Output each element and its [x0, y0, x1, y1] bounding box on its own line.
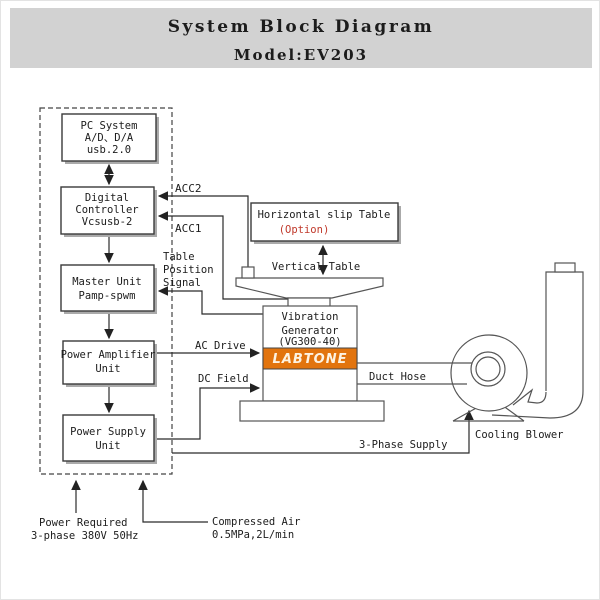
title-banner: System Block Diagram Model:EV203: [10, 8, 592, 68]
pc-system-line2: A/D、D/A: [85, 132, 134, 144]
connector-wires: [71, 163, 474, 523]
power-amplifier-line1: Power Amplifier: [61, 349, 156, 361]
box-outline: [61, 113, 157, 162]
master-unit-line2: Pamp-spwm: [79, 290, 136, 302]
digital-controller-line3: Vcsusb-2: [82, 216, 133, 228]
generator-line2: Generator: [282, 325, 339, 337]
model-subtitle: Model:EV203: [234, 46, 368, 64]
exhaust-cap: [554, 262, 576, 273]
pc-system-box: PC System A/D、D/A usb.2.0: [61, 113, 159, 164]
wire-three-phase: [172, 409, 474, 454]
brand-band: [262, 347, 358, 370]
power-supply-line2: Unit: [95, 440, 120, 452]
vibration-generator-assembly: Vibration Generator (VG300-40) LABTONE: [235, 266, 385, 422]
power-amplifier-box: Power Amplifier Unit: [61, 340, 157, 387]
ac-drive-label: AC Drive: [195, 340, 246, 352]
pc-system-line3: usb.2.0: [87, 144, 131, 156]
acc2-label: ACC2: [175, 182, 202, 195]
wire-compressed-air: [138, 479, 208, 523]
digital-controller-box: Digital Controller Vcsusb-2: [60, 186, 157, 237]
blower-hub-inner: [475, 356, 501, 382]
box-outline: [60, 186, 155, 235]
power-amplifier-line2: Unit: [95, 363, 120, 375]
pc-system-line1: PC System: [81, 120, 138, 132]
acc1-label: ACC1: [175, 222, 202, 235]
cooling-blower-assembly: [357, 262, 584, 422]
box-outline: [62, 414, 155, 462]
generator-base: [239, 400, 385, 422]
wire-acc2: [157, 191, 249, 267]
generator-line3: (VG300-40): [278, 336, 341, 348]
power-supply-line1: Power Supply: [70, 426, 146, 438]
power-supply-box: Power Supply Unit: [62, 414, 157, 464]
exhaust-stack: [545, 271, 584, 391]
box-outline: [250, 202, 399, 242]
generator-line1: Vibration: [282, 311, 339, 323]
wire-acc1: [157, 211, 289, 300]
title-banner-bg: [10, 8, 592, 68]
vertical-table-platform: [235, 277, 384, 299]
power-required-line1: Power Required: [39, 517, 128, 529]
box-outline: [62, 340, 155, 385]
horizontal-slip-table-box: Horizontal slip Table (Option): [250, 202, 401, 244]
dc-field-label: DC Field: [198, 373, 249, 385]
table-position-line1: Table: [163, 251, 195, 263]
slip-table-title: Horizontal slip Table: [258, 209, 391, 221]
digital-controller-line1: Digital: [85, 192, 129, 204]
page-title: System Block Diagram: [168, 17, 435, 37]
three-phase-supply-label: 3-Phase Supply: [359, 439, 448, 451]
compressed-air-line1: Compressed Air: [212, 516, 301, 528]
blower-elbow: [491, 390, 584, 419]
brand-label: LABTONE: [273, 352, 348, 367]
vertical-table-label: Vertical Table: [272, 261, 361, 273]
master-unit-line1: Master Unit: [72, 276, 142, 288]
slip-table-option: (Option): [279, 224, 330, 236]
box-outline: [60, 264, 155, 312]
table-position-line2: Position: [163, 264, 214, 276]
compressed-air-line2: 0.5MPa,2L/min: [212, 529, 294, 541]
cooling-blower-label: Cooling Blower: [475, 429, 564, 441]
table-position-line3: Signal: [163, 277, 201, 289]
master-unit-box: Master Unit Pamp-spwm: [60, 264, 157, 314]
wire-table-position: [157, 286, 263, 315]
diagram-labels: ACC2 ACC1 Table Position Signal AC Drive…: [31, 182, 564, 542]
digital-controller-line2: Controller: [75, 204, 138, 216]
duct-hose-label: Duct Hose: [369, 371, 426, 383]
acc2-sensor: [241, 266, 255, 279]
wire-dc-field: [154, 383, 261, 440]
blower-outlet: [512, 388, 547, 406]
power-required-line2: 3-phase 380V 50Hz: [31, 530, 138, 542]
